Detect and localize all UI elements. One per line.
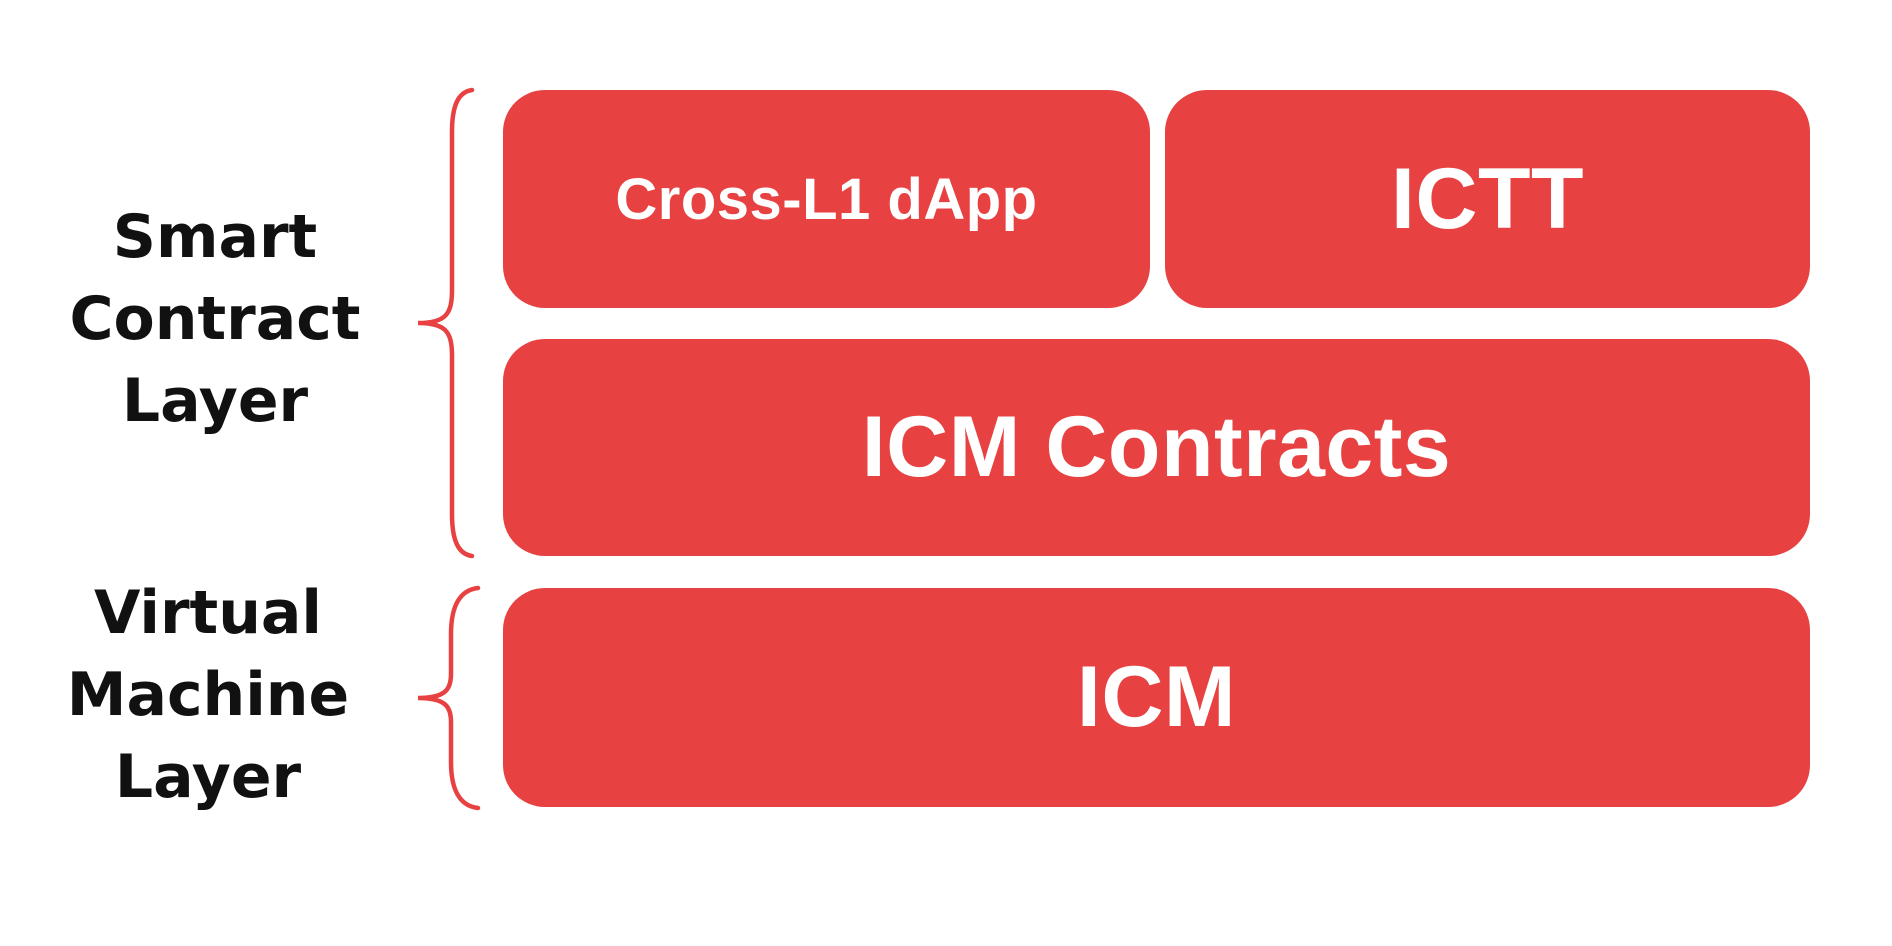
icm-box-label: ICM [1076,649,1237,745]
icm-contracts-box-label: ICM Contracts [861,399,1452,495]
icm-contracts-box: ICM Contracts [503,339,1810,556]
ictt-box-label: ICTT [1390,150,1585,247]
virtual-machine-layer-brace-icon [417,585,481,811]
virtual-machine-layer-label: Virtual Machine Layer [66,578,350,812]
ictt-box: ICTT [1165,90,1810,308]
cross-l1-dapp-box: Cross-L1 dApp [503,90,1150,308]
cross-l1-dapp-box-label: Cross-L1 dApp [615,166,1038,232]
smart-contract-layer-label: Smart Contract Layer [69,202,361,436]
icm-box: ICM [503,588,1810,807]
smart-contract-layer-brace-icon [417,87,475,559]
